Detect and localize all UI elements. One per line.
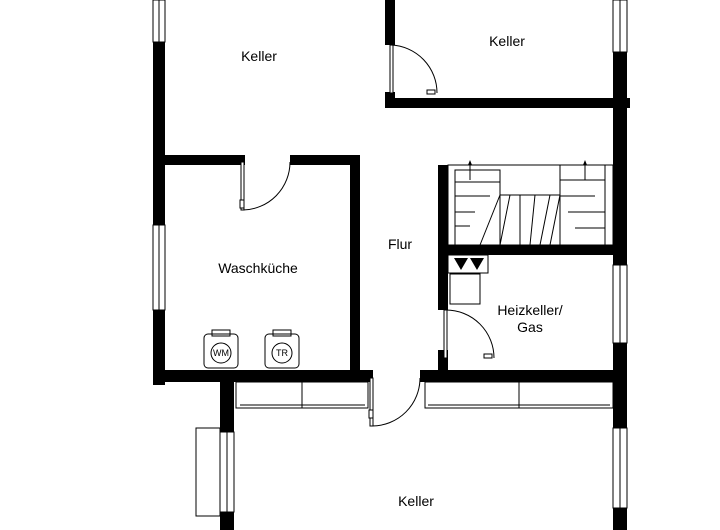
room-label-keller-top-right: Keller (489, 33, 525, 49)
room-label-keller-top-left: Keller (241, 48, 277, 64)
heating-equipment (447, 254, 489, 305)
doors (239, 44, 495, 427)
room-labels: Keller Keller Waschküche Flur Heizkeller… (218, 33, 563, 509)
boiler-box (449, 273, 481, 305)
wall-heiz-left (438, 350, 448, 375)
dryer: TR (264, 329, 300, 369)
door-heizkeller-swing (445, 309, 495, 359)
door-waschkueche-leaf (240, 161, 245, 211)
wall-stair-bottom (438, 245, 623, 255)
door-keller-tr-swing (390, 44, 438, 94)
staircase (447, 160, 614, 246)
wall-keller-tr-bottom (385, 98, 630, 108)
dryer-label: TR (276, 348, 288, 358)
door-heizkeller-leaf (443, 309, 448, 359)
wall-waschkueche-top-left (153, 155, 245, 165)
room-label-heizkeller-line1: Heizkeller/ (497, 302, 562, 318)
wall-keller-tr-left (385, 0, 395, 45)
gas-meter-box (447, 254, 489, 274)
wall-mid-left (153, 370, 373, 382)
washing-machine-label: WM (213, 348, 229, 358)
room-label-flur: Flur (388, 236, 412, 252)
windows (152, 0, 628, 517)
wall-waschkueche-top-right (290, 155, 360, 165)
wall-mid-right (420, 370, 620, 382)
washing-machine: WM (203, 329, 239, 369)
door-keller-bottom-swing (371, 377, 421, 427)
shelves (235, 381, 614, 409)
wall-stair-left (438, 165, 448, 310)
room-label-heizkeller-line2: Gas (517, 319, 543, 335)
light-well (195, 427, 221, 517)
wall-waschkueche-right (350, 155, 360, 370)
wall-left-upper (153, 0, 165, 385)
room-label-keller-bottom: Keller (398, 493, 434, 509)
door-keller-bottom-leaf (369, 377, 374, 427)
room-label-waschkueche: Waschküche (218, 260, 298, 276)
door-keller-tr-leaf (389, 44, 394, 94)
door-waschkueche-swing (242, 161, 291, 211)
appliances: WM TR (203, 329, 300, 369)
